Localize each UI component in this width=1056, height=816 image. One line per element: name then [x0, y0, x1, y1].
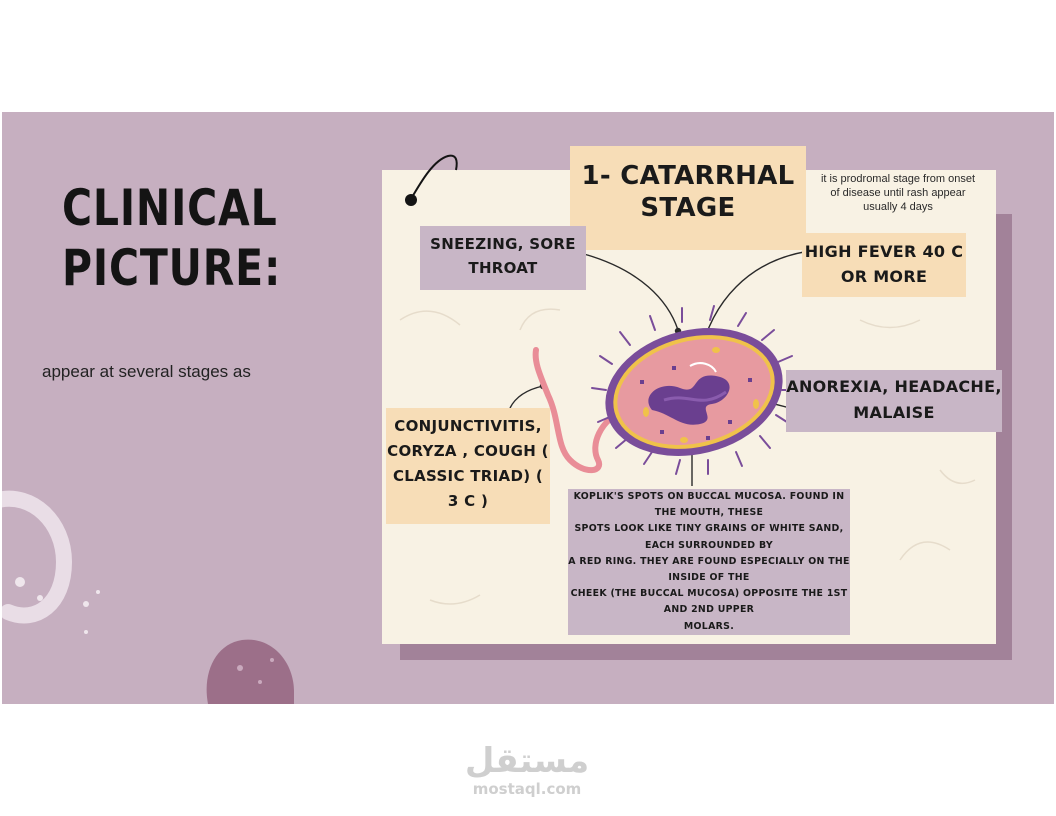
stage-title-line-2: STAGE [640, 193, 736, 223]
watermark-latin: mostaql.com [472, 780, 582, 798]
stage-title: 1- CATARRHAL STAGE [570, 146, 806, 250]
pin-icon [405, 154, 458, 206]
page-title: CLINICAL PICTURE: [62, 178, 281, 298]
ring-decoration [2, 490, 100, 634]
symptom-koplik-spots: KOPLIK'S SPOTS ON BUCCAL MUCOSA. FOUND I… [568, 486, 850, 636]
blob-decoration [206, 639, 294, 704]
koplik-line: KOPLIK'S SPOTS ON BUCCAL MUCOSA. FOUND I… [568, 489, 850, 506]
koplik-line: SPOTS LOOK LIKE TINY GRAINS OF WHITE SAN… [568, 521, 850, 538]
koplik-line: THE MOUTH, THESE [568, 505, 850, 522]
symptom-fever: HIGH FEVER 40 C OR MORE [802, 233, 966, 297]
watermark-logo: مستقل [465, 741, 589, 781]
stage-title-line-1: 1- CATARRHAL [581, 161, 795, 191]
koplik-line: AND 2ND UPPER [568, 602, 850, 619]
koplik-line: CHEEK (THE BUCCAL MUCOSA) OPPOSITE THE 1… [568, 586, 850, 603]
stage-note: it is prodromal stage from onset of dise… [820, 173, 976, 213]
koplik-line: INSIDE OF THE [568, 570, 850, 587]
title-line-2: PICTURE: [62, 239, 282, 297]
koplik-line: A RED RING. THEY ARE FOUND ESPECIALLY ON… [568, 553, 850, 571]
symptom-classic-triad: CONJUNCTIVITIS, CORYZA , COUGH ( CLASSIC… [386, 408, 550, 524]
title-line-1: CLINICAL [62, 179, 278, 237]
symptom-sneezing: SNEEZING, SORE THROAT [420, 226, 586, 290]
koplik-line: EACH SURROUNDED BY [568, 537, 850, 554]
virus-illustration [532, 305, 798, 475]
koplik-line: MOLARS. [568, 618, 850, 635]
background-decorations [2, 490, 294, 704]
card-texture [399, 308, 976, 605]
subtitle: appear at several stages as [42, 362, 251, 381]
watermark-arabic: مستقل [465, 741, 589, 781]
symptom-anorexia: ANOREXIA, HEADACHE, MALAISE [786, 370, 1002, 432]
